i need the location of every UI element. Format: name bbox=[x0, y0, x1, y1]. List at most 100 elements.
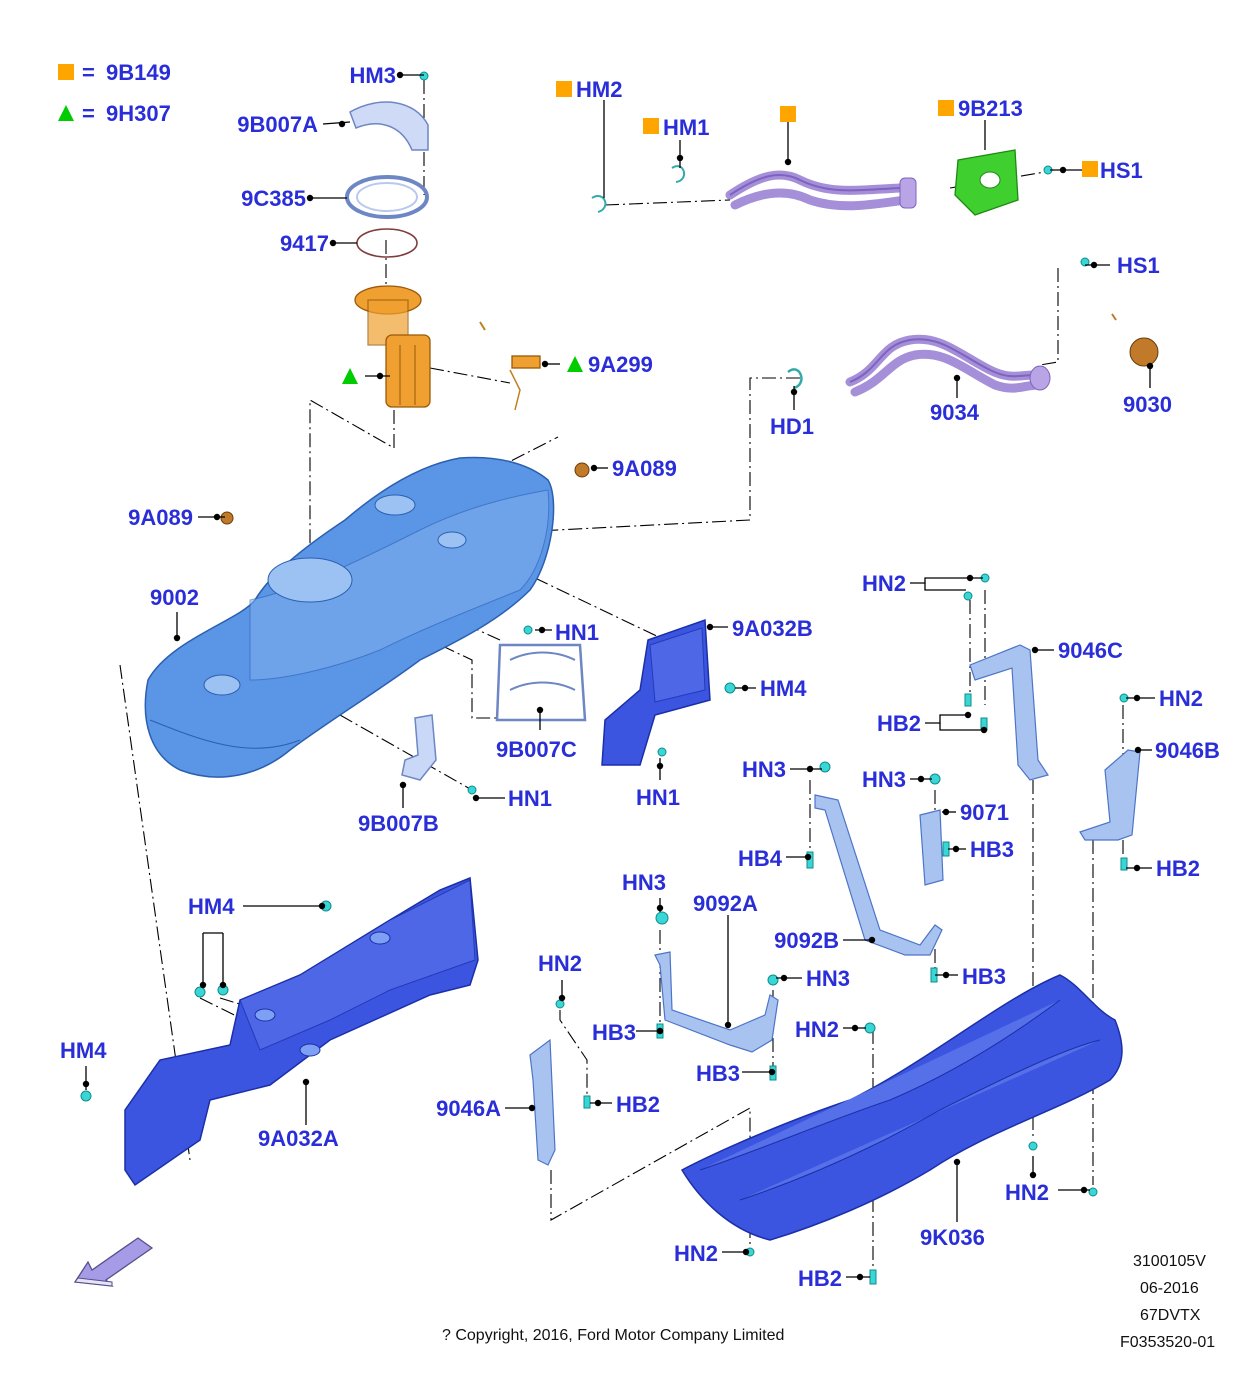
label-hm3: HM3 bbox=[350, 63, 396, 88]
hn2-clip-e bbox=[1088, 1187, 1098, 1197]
label-hb2-top: HB2 bbox=[877, 711, 921, 736]
label-9a032b: 9A032B bbox=[732, 616, 813, 641]
hn2-clip-mid bbox=[555, 999, 565, 1009]
hm4-clip-right bbox=[724, 682, 736, 694]
hn1-clip-b bbox=[467, 785, 477, 795]
label-hb4: HB4 bbox=[738, 846, 783, 871]
hn3-clip-a bbox=[819, 761, 831, 773]
label-hb3-b: HB3 bbox=[962, 964, 1006, 989]
footer: ? Copyright, 2016, Ford Motor Company Li… bbox=[442, 1253, 1215, 1351]
label-9071: 9071 bbox=[960, 800, 1009, 825]
heat-shield-9a032b bbox=[601, 618, 711, 766]
hb2-bolt-bottom bbox=[869, 1269, 877, 1285]
bracket-9071 bbox=[919, 809, 944, 886]
label-9002: 9002 bbox=[150, 585, 199, 610]
label-hm4-mid: HM4 bbox=[188, 894, 235, 919]
strap-9092b bbox=[814, 794, 943, 956]
front-direction-arrow bbox=[73, 1237, 154, 1287]
bracket-9b007b bbox=[401, 714, 437, 781]
label-hn2-e: HN2 bbox=[674, 1241, 718, 1266]
label-hn3-a: HN3 bbox=[742, 757, 786, 782]
label-hm4-right: HM4 bbox=[760, 676, 807, 701]
label-hs1-mid: HS1 bbox=[1117, 253, 1160, 278]
valve-9a089-left bbox=[220, 511, 234, 525]
label-9a089-top: 9A089 bbox=[612, 456, 677, 481]
hm4-clip-left bbox=[80, 1090, 92, 1102]
label-hb2-mid: HB2 bbox=[616, 1092, 660, 1117]
label-hn3-d: HN3 bbox=[806, 966, 850, 991]
label-hn2-top: HN2 bbox=[862, 571, 906, 596]
legend: = 9B149 = 9H307 bbox=[58, 60, 171, 126]
filler-pipe-9034 bbox=[845, 334, 1051, 397]
hn3-clip-c bbox=[655, 911, 669, 925]
legend-triangle-icon bbox=[58, 105, 74, 121]
label-hn2-c: HN2 bbox=[795, 1017, 839, 1042]
label-hn3-b: HN3 bbox=[862, 767, 906, 792]
label-hn2-right: HN2 bbox=[1159, 686, 1203, 711]
hn1-clip-a bbox=[523, 625, 533, 635]
label-9k036: 9K036 bbox=[920, 1225, 985, 1250]
label-hb2-bottom: HB2 bbox=[798, 1266, 842, 1291]
bracket-9046b bbox=[1079, 749, 1141, 841]
square-marker-hm1 bbox=[643, 118, 659, 134]
label-9046b: 9046B bbox=[1155, 738, 1220, 763]
label-hs1-top: HS1 bbox=[1100, 158, 1143, 183]
label-9092b: 9092B bbox=[774, 928, 839, 953]
label-9b213: 9B213 bbox=[958, 96, 1023, 121]
triangle-marker-pump bbox=[342, 368, 358, 384]
label-9a089-left: 9A089 bbox=[128, 505, 193, 530]
markers bbox=[342, 81, 1098, 384]
label-hm1: HM1 bbox=[663, 115, 709, 140]
leader-dots bbox=[82, 71, 1154, 1281]
hb2-bolt-right bbox=[1120, 857, 1128, 871]
valve-9a089-top bbox=[574, 462, 590, 478]
model-code: 67DVTX bbox=[1140, 1307, 1201, 1324]
lock-ring-9c385 bbox=[345, 175, 429, 219]
label-9a299: 9A299 bbox=[588, 352, 653, 377]
label-9092a: 9092A bbox=[693, 891, 758, 916]
legend-square-icon bbox=[58, 64, 74, 80]
label-hm2: HM2 bbox=[576, 77, 622, 102]
legend-square-code: 9B149 bbox=[106, 60, 171, 85]
square-marker-hs1 bbox=[1082, 161, 1098, 177]
square-marker-9b213 bbox=[938, 100, 954, 116]
label-9030: 9030 bbox=[1123, 392, 1172, 417]
legend-equals-1: = bbox=[82, 60, 95, 85]
label-hb2-right: HB2 bbox=[1156, 856, 1200, 881]
hb2-bolt-top-a bbox=[964, 693, 972, 707]
fuel-cap-9030 bbox=[1111, 313, 1159, 367]
filler-housing-9b213 bbox=[954, 149, 1019, 216]
reference-number: 3100105V bbox=[1133, 1253, 1206, 1270]
label-9a032a: 9A032A bbox=[258, 1126, 339, 1151]
bracket-9046a bbox=[529, 1038, 556, 1166]
hd-clamp-hm1 bbox=[671, 165, 686, 183]
label-9b007b: 9B007B bbox=[358, 811, 439, 836]
copyright-text: ? Copyright, 2016, Ford Motor Company Li… bbox=[442, 1327, 784, 1344]
triangle-marker-9a299 bbox=[567, 356, 583, 372]
label-hn2-mid: HN2 bbox=[538, 951, 582, 976]
part-labels: HM3 9B007A 9C385 9417 9A299 9A089 9A089 … bbox=[60, 63, 1220, 1291]
hm4-clip-mid-b bbox=[194, 986, 206, 998]
label-hn1-b: HN1 bbox=[508, 786, 552, 811]
label-9417: 9417 bbox=[280, 231, 329, 256]
fuel-level-sender-9a299 bbox=[479, 321, 541, 411]
square-marker-tube bbox=[780, 106, 796, 122]
hd-clamp-hm2 bbox=[591, 195, 607, 213]
label-hb3-a: HB3 bbox=[970, 837, 1014, 862]
hd1-clamp bbox=[787, 368, 803, 390]
label-hb3-d: HB3 bbox=[696, 1061, 740, 1086]
seal-9417 bbox=[356, 228, 418, 258]
label-9046a: 9046A bbox=[436, 1096, 501, 1121]
hn3-clip-d bbox=[767, 974, 779, 986]
label-hn2-d: HN2 bbox=[1005, 1180, 1049, 1205]
hb2-bolt-mid bbox=[583, 1095, 591, 1109]
skid-plate-9k036 bbox=[680, 974, 1123, 1241]
square-marker-hm2 bbox=[556, 81, 572, 97]
fuel-tank-9002 bbox=[144, 456, 555, 778]
heat-shield-9a032a bbox=[124, 876, 479, 1187]
vent-tube-upper bbox=[725, 170, 917, 211]
strap-9092a bbox=[654, 951, 779, 1053]
label-9034: 9034 bbox=[930, 400, 980, 425]
legend-triangle-code: 9H307 bbox=[106, 101, 171, 126]
